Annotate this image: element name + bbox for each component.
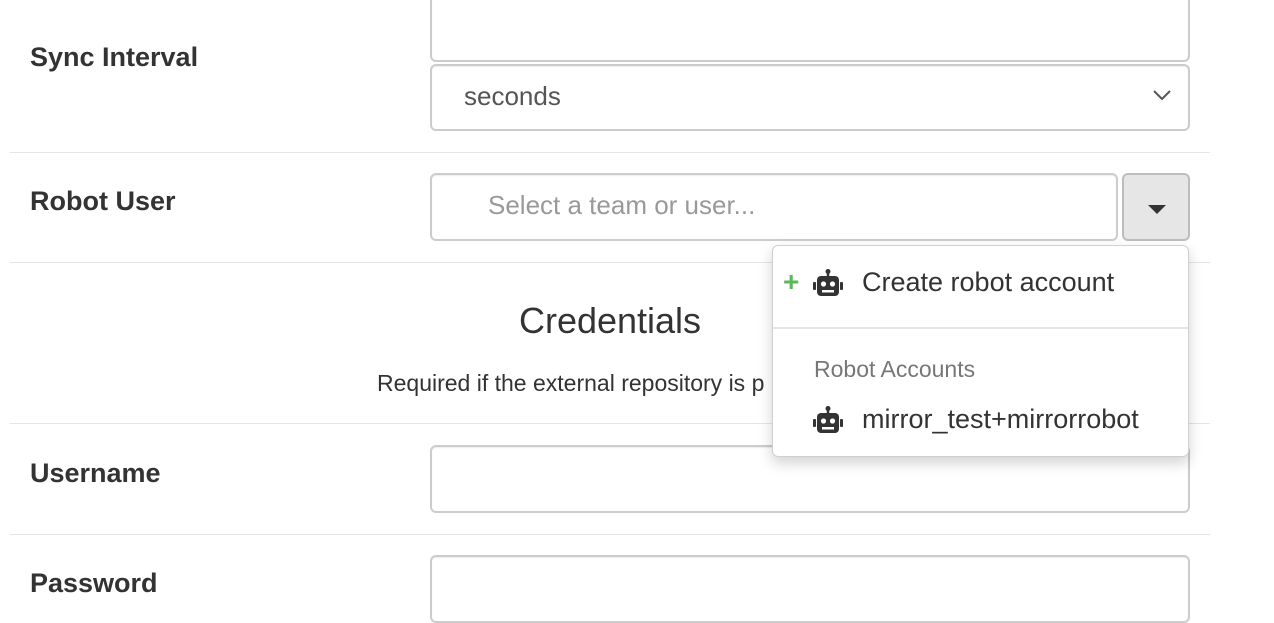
robot-user-search-input[interactable]: Select a team or user...: [430, 173, 1118, 241]
robot-user-placeholder: Select a team or user...: [488, 190, 756, 220]
credentials-help-text: Required if the external repository is p: [377, 370, 765, 396]
username-label: Username: [30, 458, 161, 488]
menu-divider: [773, 327, 1188, 329]
row-divider: [10, 262, 1210, 263]
robot-account-item[interactable]: mirror_test+mirrorrobot: [773, 396, 1188, 446]
robot-user-dropdown-menu: + Create robot account Robot Accounts: [772, 245, 1189, 457]
sync-interval-unit-value: seconds: [464, 81, 561, 111]
sync-interval-label: Sync Interval: [30, 42, 199, 72]
robot-account-label: mirror_test+mirrorrobot: [862, 404, 1139, 434]
robot-user-label: Robot User: [30, 186, 176, 216]
create-robot-account-item[interactable]: + Create robot account: [773, 246, 1188, 326]
robot-user-dropdown-button[interactable]: [1122, 173, 1190, 241]
credentials-heading: Credentials: [518, 300, 702, 341]
sync-interval-input[interactable]: [430, 0, 1190, 62]
row-divider: [10, 152, 1210, 153]
robot-icon: [813, 269, 843, 299]
row-divider: [10, 423, 1210, 424]
create-robot-account-label: Create robot account: [862, 267, 1115, 297]
chevron-down-icon: [1152, 88, 1172, 107]
robot-icon: [813, 406, 843, 436]
password-label: Password: [30, 568, 158, 598]
row-divider: [10, 534, 1210, 535]
plus-icon: +: [783, 266, 800, 297]
robot-accounts-header: Robot Accounts: [814, 356, 976, 382]
password-input[interactable]: [430, 555, 1190, 623]
sync-interval-unit-select[interactable]: seconds: [430, 64, 1190, 131]
caret-down-icon: [1148, 205, 1166, 214]
